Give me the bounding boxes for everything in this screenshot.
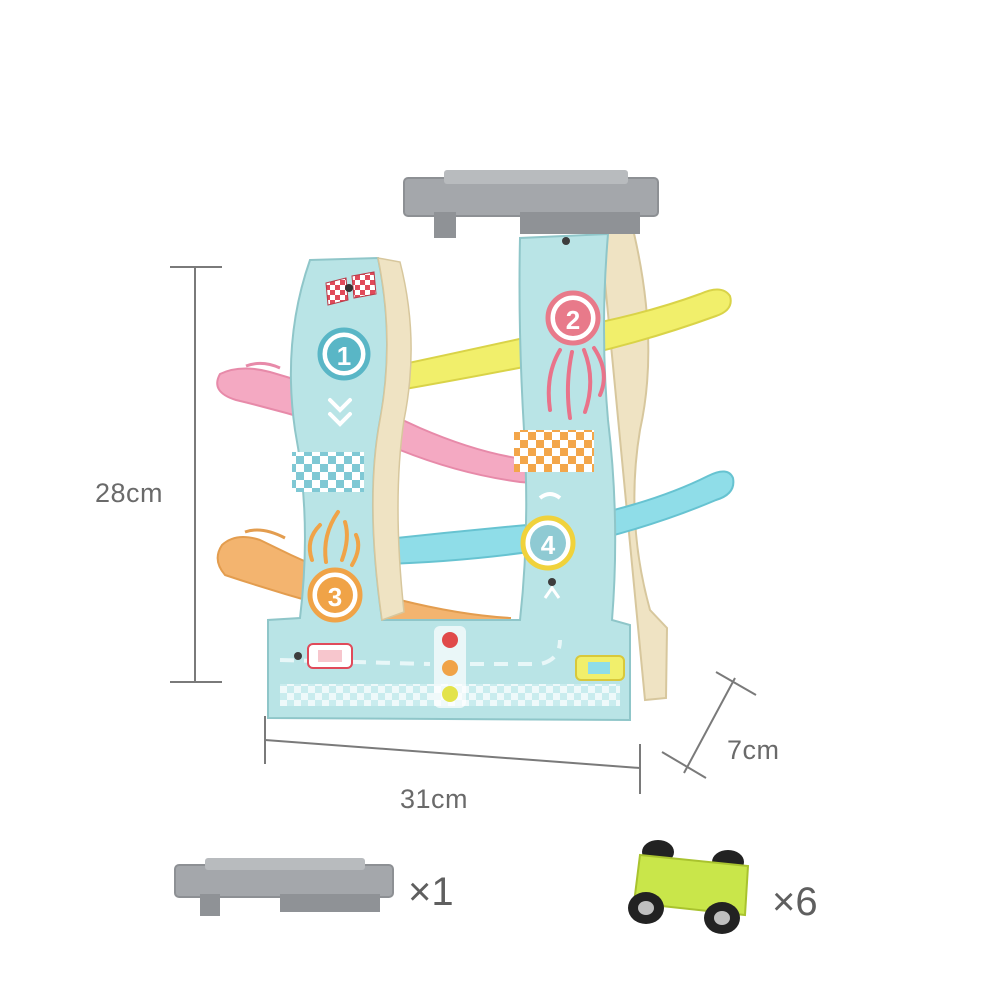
checker-strip-orange [514,430,594,472]
width-dimension-line [264,716,641,794]
checker-strip-blue [292,452,364,492]
track-number-badge-4: 4 [520,515,576,571]
orange-flame-icon [307,510,361,567]
screw-icon [562,237,570,245]
top-piece-quantity: ×1 [408,870,454,914]
height-label: 28cm [95,478,164,508]
badge-number: 3 [328,582,342,612]
chevron-down-icon [328,398,352,427]
badge-number: 1 [337,341,351,371]
car-quantity: ×6 [772,880,818,924]
badge-number: 2 [566,305,580,335]
width-label: 31cm [400,784,469,814]
depth-label: 7cm [727,735,780,765]
accessory-green-car [628,840,750,934]
accessory-gray-cap [174,858,394,916]
screw-icon [294,652,302,660]
painted-yellow-car-icon [575,655,625,681]
badge-number: 4 [541,530,556,560]
screw-icon [548,578,556,586]
height-dimension-line [170,266,222,683]
painted-red-car-icon [307,643,353,669]
arrow-mark-icon [543,585,561,599]
track-number-badge-3: 3 [307,567,363,623]
track-number-badge-1: 1 [317,327,371,381]
depth-dimension-line [661,671,757,779]
gray-top-cap [403,170,659,238]
checkered-flags-icon [325,271,377,306]
pink-flame-icon [546,346,606,420]
traffic-light-icon [434,626,466,708]
road-markings [279,639,562,666]
track-number-badge-2: 2 [545,290,601,346]
arrow-mark-icon [538,492,562,500]
